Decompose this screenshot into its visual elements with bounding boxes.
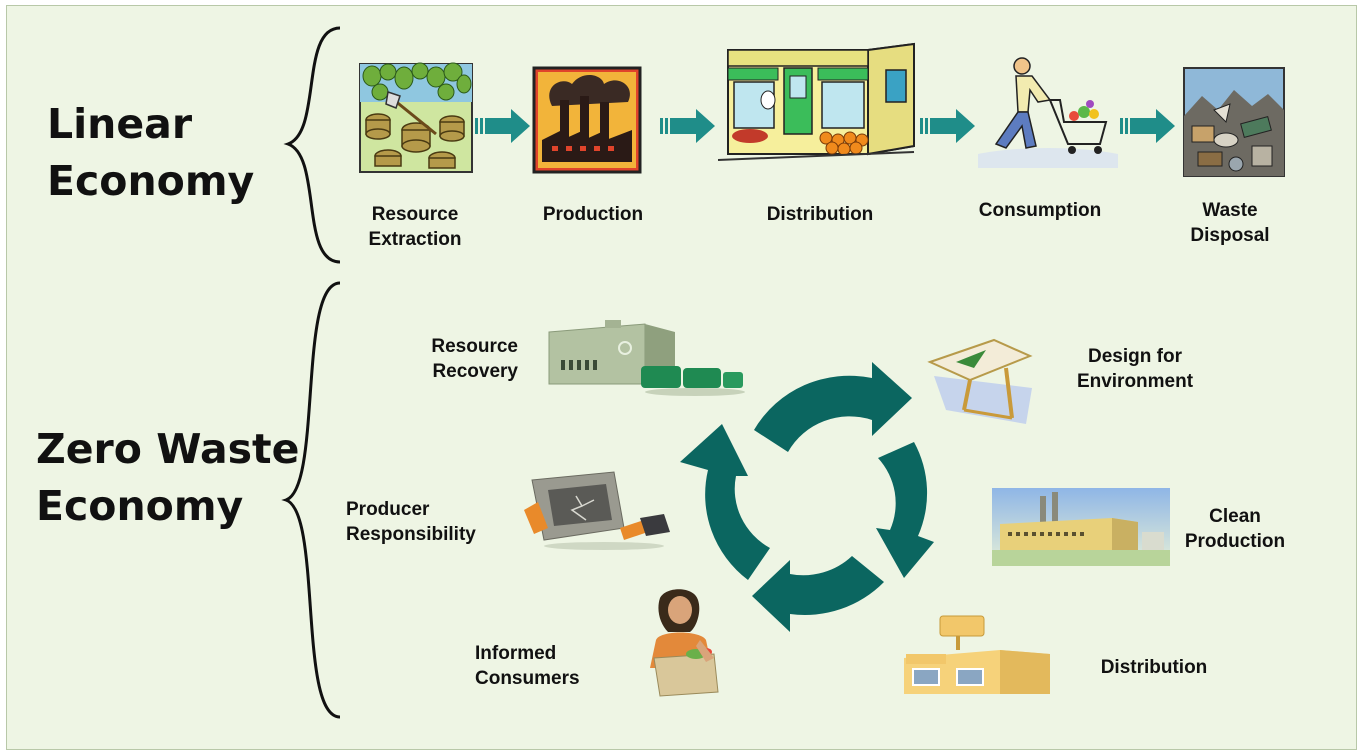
drafting-table-icon [927, 338, 1033, 424]
zero-waste-label-clean-production: Clean Production [1170, 504, 1300, 554]
storefront-icon [718, 42, 915, 161]
label-line: Resource [371, 204, 459, 225]
label-line: Clean [1209, 506, 1261, 527]
clean-factory-icon [992, 488, 1170, 566]
linear-stage-label-consumption: Consumption [950, 198, 1130, 223]
linear-stage-label-production: Production [518, 202, 668, 227]
label-line: Informed [475, 643, 557, 664]
label-line: Distribution [766, 204, 874, 225]
linear-stage-label-resource-extraction: Resource Extraction [350, 202, 480, 252]
linear-title-line-1: Linear [47, 100, 193, 148]
smoking-factory-icon [532, 66, 642, 174]
label-line: Responsibility [346, 524, 476, 545]
zero-waste-label-design-for-environment: Design for Environment [1050, 344, 1220, 394]
label-line: Consumption [978, 200, 1102, 221]
zero-waste-label-producer-responsibility: Producer Responsibility [346, 497, 516, 547]
zero-waste-label-distribution: Distribution [1074, 655, 1234, 680]
label-line: Consumers [475, 668, 580, 689]
label-line: Waste [1202, 200, 1258, 221]
zero-waste-title-line-2: Economy [36, 482, 244, 530]
cycle-arrow-left [680, 424, 770, 580]
label-line: Production [542, 204, 644, 225]
shopping-cart-person-icon [978, 57, 1118, 168]
label-line: Extraction [368, 229, 462, 250]
flow-arrow-icon [475, 109, 530, 143]
shopper-woman-icon [650, 589, 719, 697]
stuff-store-icon [904, 615, 1050, 694]
linear-title-line-2: Economy [47, 157, 255, 205]
cycle-arrow-top [754, 362, 912, 452]
zero-waste-brace [281, 281, 341, 719]
cycle-arrow-right [876, 442, 934, 578]
flow-arrow-icon [920, 109, 975, 143]
label-line: Design for [1088, 346, 1182, 367]
label-line: Production [1184, 531, 1286, 552]
linear-economy-title: Linear Economy [47, 96, 254, 210]
label-line: Disposal [1190, 225, 1270, 246]
flow-arrow-icon [1120, 109, 1175, 143]
broken-monitor-icon [524, 471, 670, 550]
zero-waste-label-resource-recovery: Resource Recovery [380, 334, 518, 384]
zero-waste-title-line-1: Zero Waste [36, 425, 300, 473]
linear-stage-label-distribution: Distribution [740, 202, 900, 227]
label-line: Resource [431, 336, 518, 357]
flow-arrow-icon [660, 109, 715, 143]
label-line: Producer [346, 499, 430, 520]
label-line: Recovery [432, 361, 518, 382]
cycle-arrow-bottom [752, 556, 884, 632]
label-line: Distribution [1100, 657, 1208, 678]
garbage-pile-icon [1183, 67, 1285, 177]
recovery-facility-icon [548, 320, 745, 396]
linear-stage-label-waste-disposal: Waste Disposal [1170, 198, 1290, 248]
tree-stumps-axe-icon [359, 62, 473, 173]
zero-waste-economy-title: Zero Waste Economy [36, 421, 299, 535]
linear-brace [283, 26, 341, 264]
label-line: Environment [1076, 371, 1194, 392]
zero-waste-label-informed-consumers: Informed Consumers [475, 641, 625, 691]
